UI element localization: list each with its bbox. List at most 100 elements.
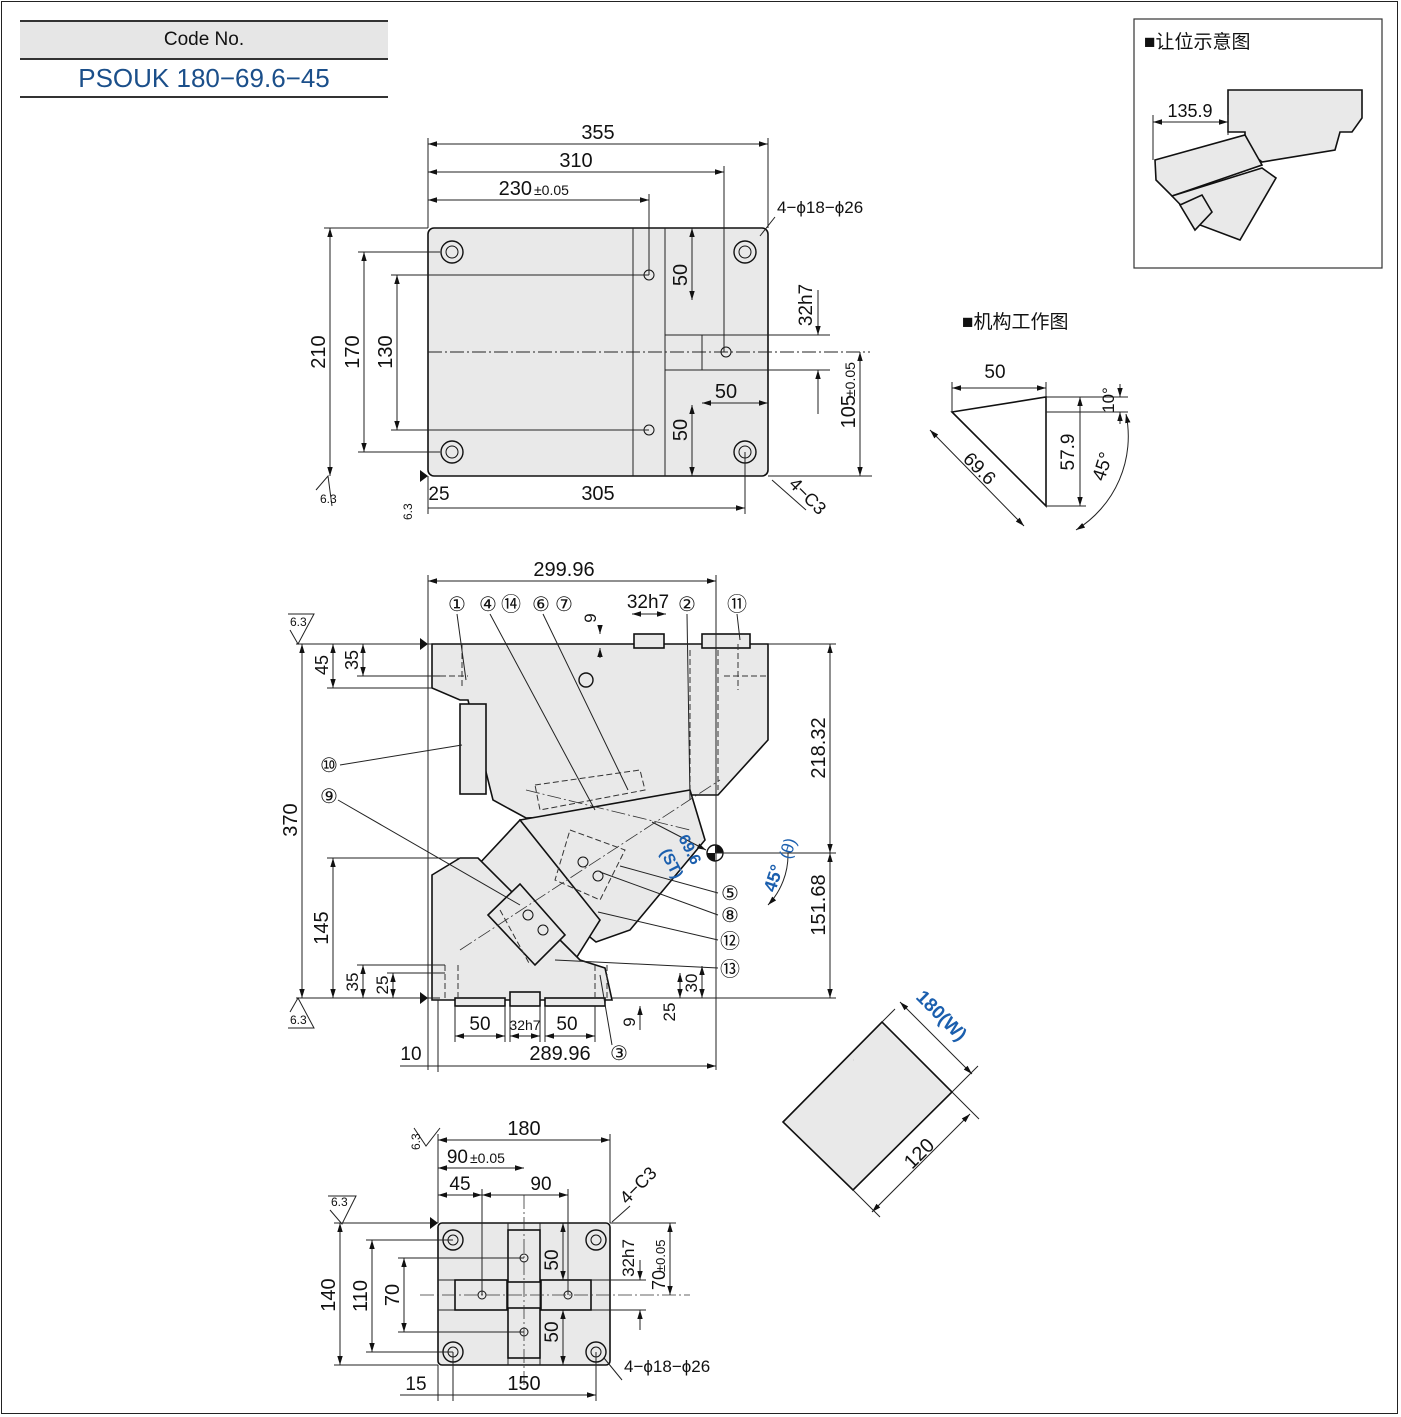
angle-tag: (θ) xyxy=(776,836,800,862)
dim-105: 105 xyxy=(838,395,860,428)
lower-key xyxy=(509,991,541,1007)
roughness-mark: 6.3 xyxy=(290,1013,307,1027)
balloon-1: ① xyxy=(448,594,466,616)
dim-32h7-front: 32h7 xyxy=(627,592,669,613)
code-number-value: PSOUK 180−69.6−45 xyxy=(20,60,388,98)
pin-hole xyxy=(720,346,732,358)
top-hole-callout: 4−ϕ18−ϕ26 xyxy=(777,198,863,217)
dim-50-bottom: 50 xyxy=(670,419,692,441)
balloon-14: ⑭ xyxy=(501,593,521,616)
dim-105-tol: ±0.05 xyxy=(842,362,858,397)
balloon-2: ② xyxy=(678,594,696,616)
dim-70: 70 xyxy=(382,1284,404,1306)
part-10 xyxy=(459,703,487,795)
dim-180: 180 xyxy=(507,1118,540,1140)
dim-mech-45deg: 45° xyxy=(1089,450,1118,484)
roughness-mark: 6.3 xyxy=(401,503,415,520)
dim-135-9: 135.9 xyxy=(1167,101,1212,121)
lower-pad xyxy=(544,997,606,1007)
dim-9-bottom: 9 xyxy=(620,1017,639,1026)
dim-370: 370 xyxy=(280,803,302,836)
dim-50-upper: 50 xyxy=(542,1249,563,1270)
dim-25-right: 25 xyxy=(660,1003,679,1022)
clearance-title: ■让位示意图 xyxy=(1144,31,1250,53)
side-view: 180 90 ±0.05 45 90 4−C3 140 110 70 50 50… xyxy=(318,1118,710,1401)
balloon-9: ⑨ xyxy=(320,786,338,808)
mechanism-title: ■机构工作图 xyxy=(962,311,1068,333)
dim-25-bottom: 25 xyxy=(373,976,392,995)
balloon-5: ⑤ xyxy=(721,883,739,905)
balloon-4: ④ xyxy=(479,594,497,616)
dim-289-96: 289.96 xyxy=(529,1043,590,1065)
dim-mech-10deg: 10° xyxy=(1099,387,1118,413)
balloon-12: ⑫ xyxy=(720,930,740,953)
top-view: 355 310 230 ±0.05 4−ϕ18−ϕ26 210 170 130 … xyxy=(308,122,872,520)
dim-151-68: 151.68 xyxy=(808,874,830,935)
dim-50-top: 50 xyxy=(670,264,692,286)
clearance-inset: ■让位示意图 135.9 xyxy=(1133,18,1383,269)
dim-32h7-top: 32h7 xyxy=(796,284,817,326)
dim-35-bottom: 35 xyxy=(343,973,362,992)
upper-key xyxy=(633,633,665,649)
dim-45: 45 xyxy=(312,655,332,675)
side-chamfer-callout: 4−C3 xyxy=(616,1163,661,1208)
roughness-mark: 6.3 xyxy=(331,1195,348,1209)
lower-pad xyxy=(454,997,506,1007)
dim-145: 145 xyxy=(311,911,333,944)
balloon-3: ③ xyxy=(610,1043,628,1065)
dim-25-top: 25 xyxy=(428,484,449,505)
roughness-mark: 6.3 xyxy=(409,1133,423,1150)
dim-170: 170 xyxy=(342,335,364,368)
dim-15: 15 xyxy=(405,1374,426,1395)
angle-value: 45° xyxy=(760,862,787,894)
bolt-hole xyxy=(733,240,757,264)
dim-50-lower: 50 xyxy=(542,1321,563,1342)
dim-299-96: 299.96 xyxy=(533,559,594,581)
dim-mech-57-9: 57.9 xyxy=(1058,434,1079,471)
roughness-mark: 6.3 xyxy=(290,615,307,629)
dim-90-side: 90 xyxy=(530,1174,551,1195)
balloon-11: ⑪ xyxy=(727,593,747,616)
cam-face-length: 120 xyxy=(900,1134,939,1173)
front-view: 299.96 32h7 9 ① ④ ⑭ ⑥ ⑦ ② ⑪ 370 45 35 14… xyxy=(280,559,836,1072)
dim-50-left: 50 xyxy=(469,1014,490,1035)
balloon-8: ⑧ xyxy=(721,905,739,927)
dim-310: 310 xyxy=(559,150,592,172)
dim-10: 10 xyxy=(400,1044,421,1065)
dim-218-32: 218.32 xyxy=(808,717,830,778)
dim-140: 140 xyxy=(318,1278,340,1311)
dim-110: 110 xyxy=(350,1280,372,1312)
balloon-13: ⑬ xyxy=(720,958,740,981)
bolt-hole xyxy=(440,440,464,464)
balloon-10: ⑩ xyxy=(320,755,338,777)
bolt-hole xyxy=(440,240,464,264)
balloon-7: ⑦ xyxy=(555,594,573,616)
upper-key-right xyxy=(701,633,751,649)
balloon-6: ⑥ xyxy=(532,594,550,616)
dim-305: 305 xyxy=(581,483,614,505)
dim-35-top: 35 xyxy=(342,650,362,670)
dim-32h7-side: 32h7 xyxy=(619,1239,638,1277)
bolt-hole xyxy=(585,1229,607,1251)
dim-210: 210 xyxy=(308,335,330,368)
dim-70-right-tol: ±0.05 xyxy=(653,1240,668,1272)
cam-face-width: 180(W) xyxy=(911,987,970,1046)
dim-9-top: 9 xyxy=(581,613,600,622)
dim-355: 355 xyxy=(581,122,614,144)
mechanism-diagram: ■机构工作图 50 69.6 57.9 10° 45° xyxy=(929,311,1131,531)
dim-70-right: 70 xyxy=(649,1270,669,1290)
dim-45-side: 45 xyxy=(449,1174,470,1195)
dim-230: 230 xyxy=(499,178,532,200)
dim-32h7-bottom: 32h7 xyxy=(509,1017,540,1033)
dim-50-mid: 50 xyxy=(715,381,737,403)
dim-90-tol: ±0.05 xyxy=(470,1150,505,1166)
dim-90: 90 xyxy=(447,1147,468,1168)
side-hole-callout: 4−ϕ18−ϕ26 xyxy=(624,1357,710,1376)
top-chamfer-callout: 4−C3 xyxy=(785,474,830,519)
dim-150: 150 xyxy=(507,1373,540,1395)
dim-mech-69-6: 69.6 xyxy=(958,449,999,490)
dim-230-tol: ±0.05 xyxy=(534,182,569,198)
cam-plate xyxy=(486,882,567,967)
